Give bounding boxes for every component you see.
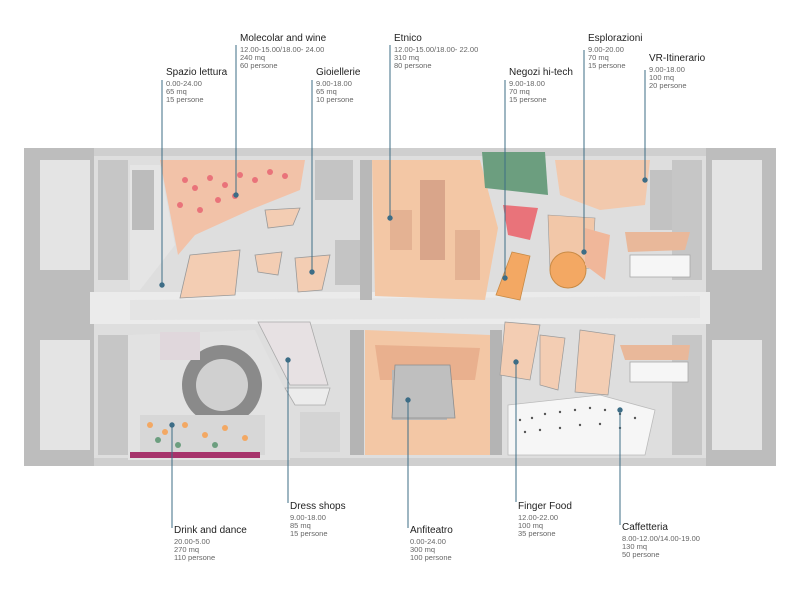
label-spazio-lettura: Spazio lettura 0.00-24.00 65 mq 15 perso… [166,68,227,104]
label-area: 300 mq [410,544,436,554]
label-vr-itinerario: VR-Itinerario 9.00-18.00 100 mq 20 perso… [649,54,705,90]
label-title: Molecolar and wine [240,33,327,44]
label-title: Finger Food [518,501,572,512]
label-caffetteria: Caffetteria 8.00-12.00/14.00-19.00 130 m… [622,523,700,559]
label-area: 310 mq [394,52,420,62]
label-capacity: 15 persone [588,60,626,70]
label-area: 240 mq [240,52,266,62]
label-area: 70 mq [509,86,530,96]
label-capacity: 60 persone [240,60,278,70]
label-title: Gioiellerie [316,67,361,78]
label-area: 270 mq [174,544,200,554]
label-capacity: 15 persone [509,94,547,104]
room-gioiellerie [179,160,365,299]
label-capacity: 80 persone [394,60,432,70]
room-esplorazioni [549,160,650,289]
label-title: Esplorazioni [588,33,643,44]
label-dress-shops: Dress shops 9.00-18.00 85 mq 15 persone [290,502,346,538]
label-hours: 0.00-24.00 [410,537,446,546]
label-capacity: 35 persone [518,528,556,538]
label-capacity: 15 persone [166,94,204,104]
label-hours: 0.00-24.00 [166,79,202,88]
label-hours: 12.00-22.00 [518,513,559,522]
room-etnico [360,160,498,300]
label-finger-food: Finger Food 12.00-22.00 100 mq 35 person… [518,502,572,538]
label-area: 65 mq [316,86,337,96]
label-title: Caffetteria [622,522,668,533]
label-hours: 9.00-18.00 [316,79,352,88]
label-capacity: 15 persone [290,528,328,538]
label-hours: 8.00-12.00/14.00-19.00 [622,534,700,543]
leader-lines [159,45,648,528]
label-gioiellerie: Gioiellerie 9.00-18.00 65 mq 10 persone [316,68,360,104]
label-capacity: 110 persone [174,552,216,562]
label-molecolar-wine: Molecolar and wine 12.00-15.00/18.00- 24… [240,34,326,70]
label-capacity: 10 persone [316,94,354,104]
label-hours: 9.00-20.00 [588,45,624,54]
label-title: Spazio lettura [166,67,228,78]
label-capacity: 20 persone [649,80,687,90]
label-hours: 20.00-5.00 [174,537,210,546]
label-anfiteatro: Anfiteatro 0.00-24.00 300 mq 100 persone [410,526,453,562]
room-drink-dance [128,330,290,460]
label-title: Etnico [394,33,422,44]
label-title: VR-Itinerario [649,53,706,64]
central-corridor [90,292,710,324]
label-hours: 9.00-18.00 [290,513,326,522]
room-spazio-lettura [130,165,175,290]
label-etnico: Etnico 12.00-15.00/18.00- 22.00 310 mq 8… [394,34,478,70]
room-dress-shops [257,321,340,452]
label-area: 130 mq [622,541,648,551]
label-negozi-hitech: Negozi hi-tech 9.00-18.00 70 mq 15 perso… [509,68,573,104]
label-area: 65 mq [166,86,187,96]
label-esplorazioni: Esplorazioni 9.00-20.00 70 mq 15 persone [588,34,642,70]
label-title: Drink and dance [174,525,247,536]
label-hours: 12.00-15.00/18.00- 24.00 [240,45,325,54]
room-anfiteatro [350,330,502,455]
label-area: 100 mq [649,72,675,82]
label-hours: 9.00-18.00 [649,65,685,74]
label-hours: 12.00-15.00/18.00- 22.00 [394,45,479,54]
label-area: 70 mq [588,52,609,62]
room-molecolar-wine [160,160,305,255]
label-title: Anfiteatro [410,525,453,536]
label-capacity: 50 persone [622,549,660,559]
label-title: Dress shops [290,501,346,512]
room-vr-itinerario [625,170,691,278]
room-finger-food [499,321,616,396]
label-drink-dance: Drink and dance 20.00-5.00 270 mq 110 pe… [174,526,247,562]
label-capacity: 100 persone [410,552,452,562]
label-hours: 9.00-18.00 [509,79,545,88]
label-title: Negozi hi-tech [509,67,573,78]
label-area: 85 mq [290,520,311,530]
label-area: 100 mq [518,520,544,530]
